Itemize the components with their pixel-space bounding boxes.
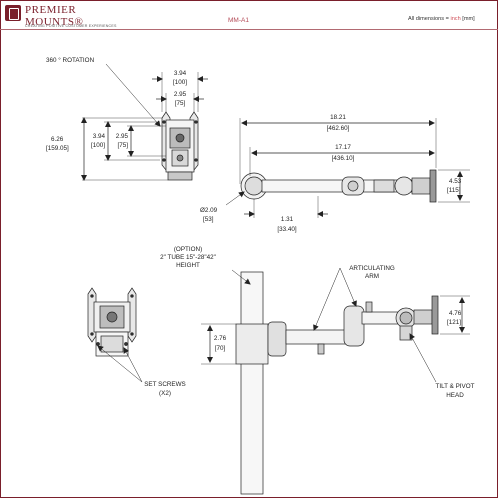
logo-icon <box>5 5 21 21</box>
dim-clamp-diameter-in: Ø2.09 <box>200 207 218 214</box>
articulating-arm-label-line1: ARTICULATING <box>349 265 395 272</box>
top-view-arm <box>240 169 437 203</box>
dim-offset-mm: [33.40] <box>277 226 297 233</box>
dim-left-height-in: 6.26 <box>51 136 64 143</box>
tilt-pivot-label-line2: HEAD <box>446 392 464 399</box>
dim-left-height-mm: [159.05] <box>46 145 69 152</box>
dim-clamp-diameter-mm: [53] <box>203 216 214 223</box>
set-screws-label-line1: SET SCREWS <box>144 381 186 388</box>
dim-top-width2-in: 2.95 <box>174 91 187 98</box>
dim-reach-in: 17.17 <box>335 144 351 151</box>
dim-left-height2-mm: [100] <box>91 142 105 149</box>
dim-overall-length-in: 18.21 <box>330 114 346 121</box>
dim-overall-length-mm: [462.60] <box>327 125 350 132</box>
option-label-line2: 2" TUBE 15"-28"42" <box>160 254 216 261</box>
dim-head-height-mm: [121] <box>447 319 461 326</box>
dim-reach-mm: [436.10] <box>332 155 355 162</box>
dim-offset-in: 1.31 <box>281 216 294 223</box>
front-view-plate <box>161 111 199 181</box>
dim-head-height-in: 4.76 <box>449 310 462 317</box>
dim-top-width2-mm: [75] <box>175 100 186 107</box>
brand-tagline: CREATING POSITIVE CUSTOMER EXPERIENCES <box>25 24 117 28</box>
dim-left-height2-in: 3.94 <box>93 133 106 140</box>
set-screws-label-line2: (X2) <box>159 390 171 397</box>
option-label-line3: HEIGHT <box>176 262 200 269</box>
dim-top-width-in: 3.94 <box>174 70 187 77</box>
rotation-label: 360 ° ROTATION <box>46 56 95 64</box>
dim-left-height3-in: 2.95 <box>116 133 129 140</box>
side-view-pole-assembly <box>235 271 439 495</box>
model-number: MM-A1 <box>228 17 249 24</box>
header-divider <box>0 29 498 30</box>
head-detail-view <box>87 287 137 357</box>
dim-clamp-height-mm: [70] <box>215 345 226 352</box>
dim-plate-height-in: 4.53 <box>449 178 462 185</box>
dim-clamp-height-in: 2.76 <box>214 335 227 342</box>
tilt-pivot-label-line1: TILT & PIVOT <box>436 383 475 390</box>
dim-left-height3-mm: [75] <box>117 142 128 149</box>
option-label-line1: (OPTION) <box>174 246 202 253</box>
dim-plate-height-mm: [115] <box>447 187 461 194</box>
articulating-arm-label-line2: ARM <box>365 273 379 280</box>
dim-top-width-mm: [100] <box>173 79 187 86</box>
dimension-units-note: All dimensions = inch [mm] <box>408 16 475 22</box>
